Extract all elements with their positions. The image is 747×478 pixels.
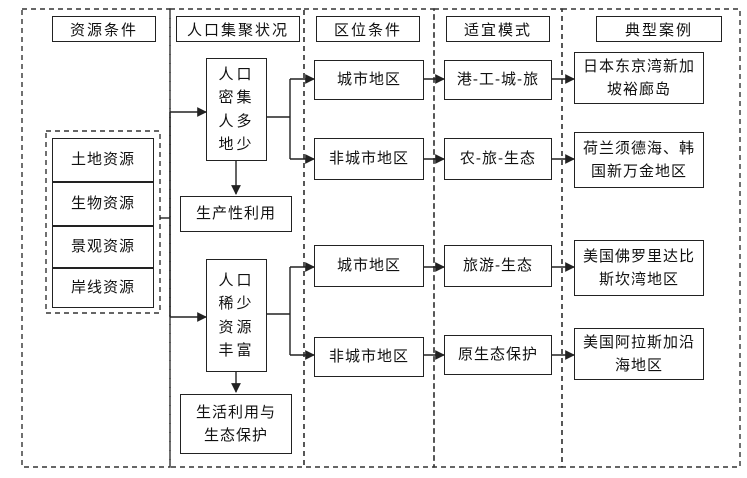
case-florida-biscayne: 美国佛罗里达比斯坎湾地区 bbox=[574, 240, 704, 296]
population-dense-use: 生产性利用 bbox=[180, 196, 292, 232]
resource-biological: 生物资源 bbox=[52, 182, 154, 226]
resource-shoreline: 岸线资源 bbox=[52, 268, 154, 308]
header-case: 典型案例 bbox=[596, 16, 722, 42]
mode-port-industry-city-tourism: 港-工-城-旅 bbox=[444, 60, 552, 100]
location-nonurban-2: 非城市地区 bbox=[314, 337, 424, 377]
column-frame-mode bbox=[433, 8, 563, 468]
column-frame-location bbox=[303, 8, 435, 468]
population-sparse-use: 生活利用与 生态保护 bbox=[180, 394, 292, 454]
header-mode: 适宜模式 bbox=[446, 16, 550, 42]
mode-ecological-protection: 原生态保护 bbox=[444, 335, 552, 375]
header-location: 区位条件 bbox=[316, 16, 420, 42]
resource-land: 土地资源 bbox=[52, 138, 154, 182]
header-resources: 资源条件 bbox=[52, 16, 156, 42]
mode-agri-tourism-ecology: 农-旅-生态 bbox=[444, 138, 552, 180]
case-zuiderzee-saemangeum: 荷兰须德海、韩国新万金地区 bbox=[574, 132, 704, 188]
case-tokyo-jurong: 日本东京湾新加坡裕廊岛 bbox=[574, 52, 704, 104]
population-dense: 人口 密集 人多 地少 bbox=[206, 58, 267, 161]
mode-tourism-ecology: 旅游-生态 bbox=[444, 245, 552, 287]
location-urban-2: 城市地区 bbox=[314, 245, 424, 287]
location-urban-1: 城市地区 bbox=[314, 60, 424, 100]
header-population: 人口集聚状况 bbox=[176, 16, 300, 42]
column-frame-resources bbox=[21, 8, 171, 468]
column-frame-case bbox=[561, 8, 741, 468]
location-nonurban-1: 非城市地区 bbox=[314, 138, 424, 180]
case-alaska-coast: 美国阿拉斯加沿海地区 bbox=[574, 328, 704, 380]
resource-group-frame bbox=[45, 130, 161, 314]
population-sparse: 人口 稀少 资源 丰富 bbox=[206, 259, 267, 372]
resource-landscape: 景观资源 bbox=[52, 226, 154, 268]
